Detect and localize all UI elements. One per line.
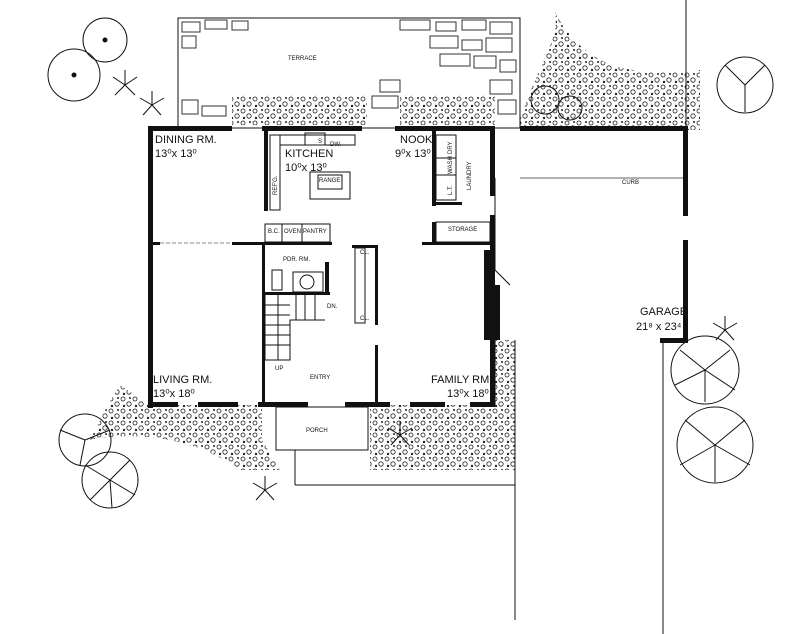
sink-label: S xyxy=(318,139,322,145)
washer-label: WASH xyxy=(448,156,454,174)
tree-icon xyxy=(81,451,139,509)
shrub-icon xyxy=(139,91,165,116)
porch xyxy=(275,406,369,451)
dryer-label: DRY xyxy=(448,141,454,154)
tree-icon xyxy=(58,413,112,467)
tree-icon xyxy=(82,17,128,63)
stairs-down-label: DN. xyxy=(327,304,338,310)
kitchen-fixtures xyxy=(264,132,491,324)
storage-label: STORAGE xyxy=(448,227,477,233)
shrub-icon xyxy=(387,421,413,446)
dining-room-size: 13⁰x 13⁰ xyxy=(155,148,197,160)
entry-label: ENTRY xyxy=(310,375,330,381)
oven-label: OVEN xyxy=(284,229,301,235)
closet-label-1: CL. xyxy=(360,250,370,256)
closet-label-2: CL. xyxy=(360,316,370,322)
porch-label: PORCH xyxy=(306,428,328,434)
interior-walls xyxy=(150,131,492,405)
pantry-label: PANTRY xyxy=(303,229,327,235)
living-room-size: 13⁰x 18⁰ xyxy=(153,388,195,400)
tree-icon xyxy=(676,406,754,484)
tree-icon xyxy=(47,48,101,102)
powder-room-label: PDR. RM. xyxy=(283,257,310,263)
range-label: RANGE xyxy=(319,178,340,184)
laundry-tub-label: L.T. xyxy=(448,185,454,195)
terrace-label: TERRACE xyxy=(288,56,317,62)
stairs-up-label: UP xyxy=(275,366,283,372)
shrub-icon xyxy=(712,316,738,341)
living-room-label: LIVING RM. xyxy=(153,374,212,386)
broom-closet-label: B.C. xyxy=(268,229,280,235)
nook-label: NOOK xyxy=(400,134,433,146)
family-room-label: FAMILY RM. xyxy=(431,374,492,386)
kitchen-label: KITCHEN xyxy=(285,148,333,160)
tree-icons xyxy=(47,17,774,509)
shrub-icon xyxy=(112,70,138,96)
dishwasher-label: DW. xyxy=(330,142,342,148)
curb-label: CURB xyxy=(622,180,639,186)
shrub-icon xyxy=(530,85,583,121)
kitchen-size: 10⁰x 13⁰ xyxy=(285,162,327,174)
stairs xyxy=(264,269,325,361)
terrace-stones xyxy=(181,19,517,117)
tree-icon xyxy=(716,56,774,114)
garage-label: GARAGE xyxy=(640,306,687,318)
nook-size: 9⁰x 13⁰ xyxy=(395,148,431,160)
dining-room-label: DINING RM. xyxy=(155,134,217,146)
driveway-lines xyxy=(294,0,687,634)
laundry-label: LAUNDRY xyxy=(467,161,473,190)
exterior-walls xyxy=(148,126,688,408)
refrigerator-label: REF'G. xyxy=(273,175,279,195)
tree-icon xyxy=(670,335,740,405)
garage-size: 21⁸ x 23⁴ xyxy=(636,321,682,333)
shrub-icon xyxy=(252,476,278,501)
family-room-size: 13⁰x 18⁰ xyxy=(447,388,489,400)
